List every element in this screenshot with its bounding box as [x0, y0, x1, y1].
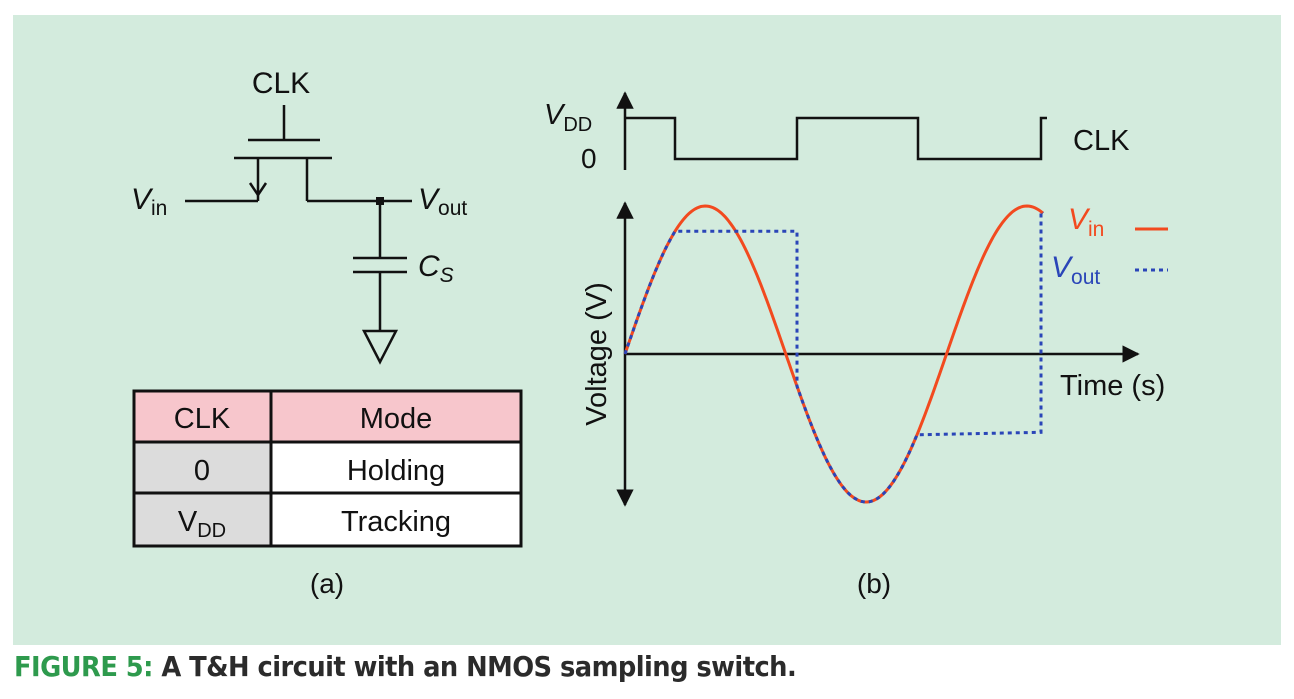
clock-waveform: [616, 91, 1047, 170]
table-cell-mode: Holding: [347, 455, 445, 487]
nmos-circuit: [185, 105, 412, 365]
vout-label: Vout: [418, 183, 467, 220]
panel-b-label: (b): [857, 568, 891, 599]
cs-label: CS: [418, 250, 454, 287]
legend-vin-label: Vin: [1068, 203, 1104, 241]
caption-text: A T&H circuit with an NMOS sampling swit…: [152, 650, 797, 683]
vdd-level-label: VDD: [544, 99, 592, 136]
y-axis-label: Voltage (V): [581, 282, 613, 425]
mode-table: CLK Mode 0 Holding VDD Tracking: [132, 389, 523, 548]
table-header-mode: Mode: [360, 403, 433, 435]
figure-caption: FIGURE 5: A T&H circuit with an NMOS sam…: [14, 650, 797, 683]
table-cell-mode: Tracking: [341, 506, 451, 538]
figure-number: FIGURE 5:: [14, 650, 153, 683]
voltage-axes: [616, 201, 1140, 507]
table-header-clk: CLK: [174, 403, 231, 435]
vin-label: Vin: [131, 183, 167, 220]
output-node-dot: [376, 197, 384, 205]
panel-a-label: (a): [310, 568, 344, 599]
table-cell-clk: 0: [194, 455, 210, 487]
clk-gate-label: CLK: [252, 67, 310, 100]
zero-level-label: 0: [581, 143, 597, 174]
table-cell-clk: VDD: [178, 506, 226, 542]
legend-vout-label: Vout: [1051, 251, 1100, 289]
clk-waveform-label: CLK: [1073, 125, 1130, 157]
vout-waveform: [623, 208, 1044, 504]
x-axis-label: Time (s): [1060, 370, 1165, 402]
